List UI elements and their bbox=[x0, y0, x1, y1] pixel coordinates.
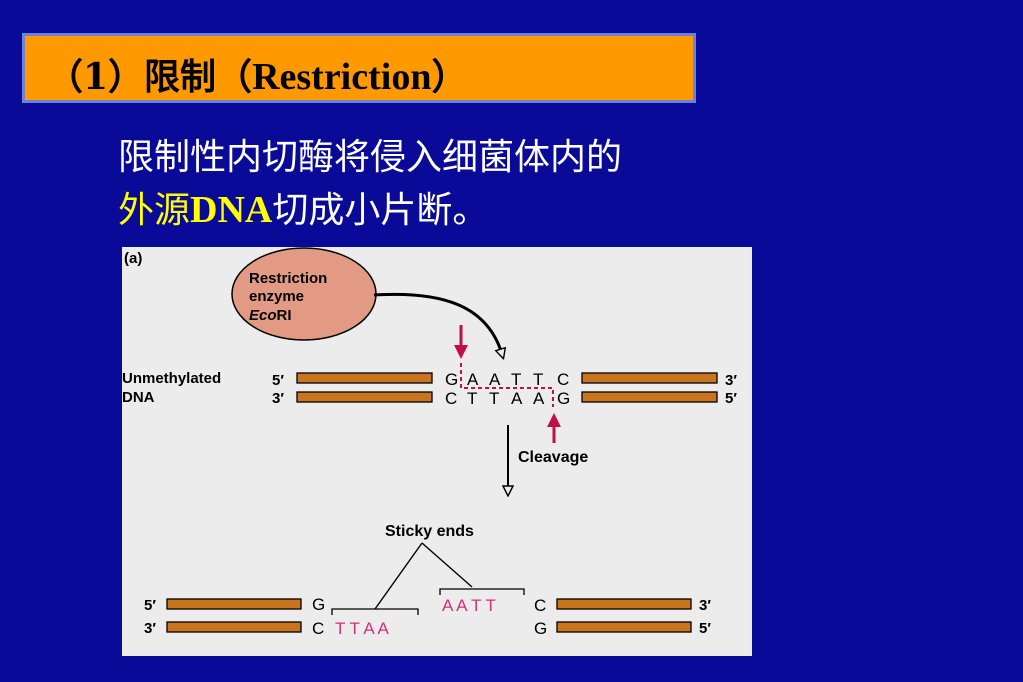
bottom-cut-arrow-head bbox=[547, 413, 561, 427]
enzyme-italic: Eco bbox=[249, 307, 277, 324]
title-latin: Restriction bbox=[252, 56, 432, 98]
top-cut-arrow-head bbox=[454, 345, 468, 359]
bottom-base: T bbox=[489, 389, 499, 408]
sticky-pointer-left bbox=[374, 542, 423, 610]
restriction-diagram: (a) Restriction enzyme EcoRI Unmethylate… bbox=[122, 247, 752, 656]
frag-left-bottom-end: 3′ bbox=[144, 620, 156, 637]
title-prefix: （1）限制（ bbox=[47, 56, 253, 98]
top-base: G bbox=[445, 370, 458, 389]
bottom-base: C bbox=[445, 389, 457, 408]
frag-left-overhang: T T A A bbox=[335, 619, 390, 638]
bottom-base: T bbox=[467, 389, 477, 408]
cut-path bbox=[460, 363, 554, 407]
frag-left-bottom-base: C bbox=[312, 619, 324, 638]
top-base: C bbox=[557, 370, 569, 389]
highlight-cn: 外源 bbox=[118, 190, 191, 231]
body-line-2: 外源DNA切成小片断。 bbox=[118, 184, 622, 237]
top-base: T bbox=[511, 370, 521, 389]
sticky-ends-label: Sticky ends bbox=[385, 523, 474, 540]
bottom-strand-right bbox=[581, 391, 718, 403]
panel-label: (a) bbox=[124, 250, 142, 267]
frag-right-top-end: 3′ bbox=[699, 597, 711, 614]
frag-left-bracket bbox=[331, 608, 419, 615]
top-right-end: 3′ bbox=[725, 372, 737, 389]
frag-left-top-strand bbox=[166, 598, 302, 610]
diagram-svg: (a) Restriction enzyme EcoRI Unmethylate… bbox=[122, 247, 737, 638]
top-base: T bbox=[533, 370, 543, 389]
frag-left-top-end: 5′ bbox=[144, 597, 156, 614]
frag-right-overhang: A A T T bbox=[442, 596, 496, 615]
dna-label-1: Unmethylated bbox=[122, 370, 221, 387]
dna-label-2: DNA bbox=[122, 389, 155, 406]
frag-right-bottom-strand bbox=[556, 621, 692, 633]
enzyme-label-3: EcoRI bbox=[249, 307, 292, 324]
enzyme-arrow bbox=[373, 292, 502, 354]
highlight-dna: DNA bbox=[190, 189, 273, 231]
bottom-strand-left bbox=[296, 391, 433, 403]
bottom-right-end: 5′ bbox=[725, 390, 737, 407]
top-strand-right bbox=[581, 372, 718, 384]
enzyme-label-1: Restriction bbox=[249, 270, 327, 287]
slide-title: （1）限制（Restriction） bbox=[47, 48, 467, 100]
frag-right-bracket bbox=[439, 588, 525, 595]
bottom-sequence: C T T A A G bbox=[445, 389, 570, 408]
body-text: 限制性内切酶将侵入细菌体内的 外源DNA切成小片断。 bbox=[118, 132, 622, 237]
bottom-base: A bbox=[533, 389, 545, 408]
title-suffix: ） bbox=[431, 56, 468, 98]
frag-left-top-base: G bbox=[312, 595, 325, 614]
enzyme-label-2: enzyme bbox=[249, 288, 304, 305]
top-base: A bbox=[489, 370, 501, 389]
frag-right-top-base: C bbox=[534, 596, 546, 615]
title-box: （1）限制（Restriction） bbox=[22, 33, 696, 103]
highlight-phrase: 外源DNA bbox=[118, 189, 273, 231]
frag-left-bottom-strand bbox=[166, 621, 302, 633]
frag-right-bottom-end: 5′ bbox=[699, 620, 711, 637]
top-left-end: 5′ bbox=[272, 372, 284, 389]
body-line-1: 限制性内切酶将侵入细菌体内的 bbox=[118, 137, 623, 178]
bottom-base: G bbox=[557, 389, 570, 408]
bottom-left-end: 3′ bbox=[272, 390, 284, 407]
top-base: A bbox=[467, 370, 479, 389]
sticky-pointer-right bbox=[421, 542, 473, 588]
frag-right-top-strand bbox=[556, 598, 692, 610]
top-strand-left bbox=[296, 372, 433, 384]
enzyme-rest: RI bbox=[277, 307, 292, 324]
body-line-2-rest: 切成小片断。 bbox=[272, 190, 489, 231]
frag-right-bottom-base: G bbox=[534, 619, 547, 638]
bottom-base: A bbox=[511, 389, 523, 408]
cleavage-label: Cleavage bbox=[518, 449, 588, 466]
top-sequence: G A A T T C bbox=[445, 370, 569, 389]
